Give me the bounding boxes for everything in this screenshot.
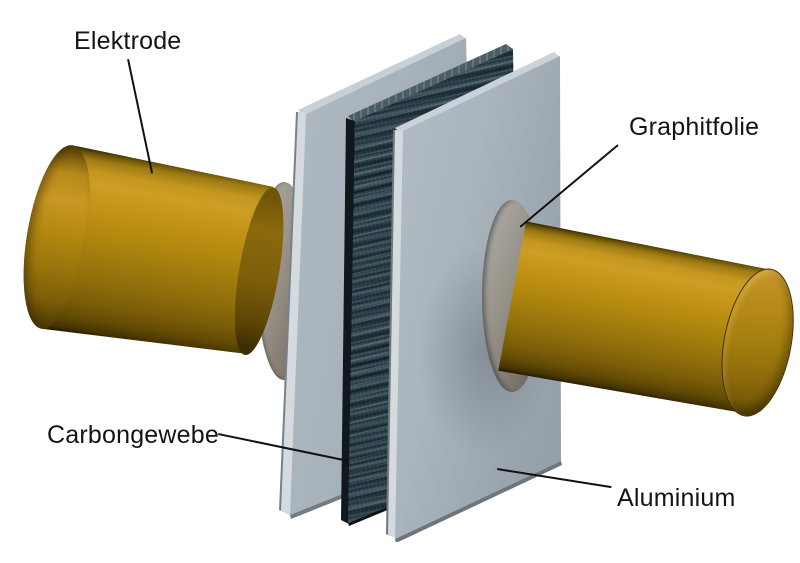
label-carbongewebe: Carbongewebe [47,421,219,449]
label-elektrode: Elektrode [74,27,182,55]
label-graphitfolie: Graphitfolie [629,113,760,141]
label-aluminium: Aluminium [617,484,736,512]
electrode-cylinder-left [11,140,309,368]
